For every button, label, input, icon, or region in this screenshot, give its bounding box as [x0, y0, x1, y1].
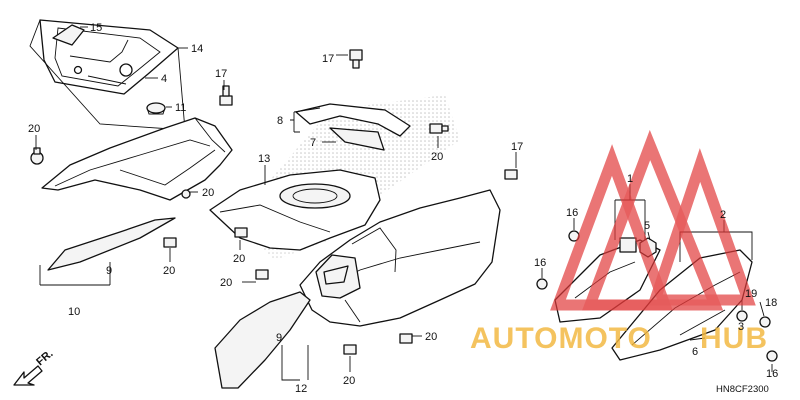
callout-14: 14 [191, 43, 203, 55]
callout-7: 7 [310, 137, 316, 149]
callout-16-b: 16 [534, 257, 546, 269]
bolts-16-group [536, 230, 778, 362]
drawing-code: HN8CF2300 [716, 384, 769, 395]
bolt-20-bottom [163, 237, 413, 355]
callout-20-c: 20 [431, 151, 443, 163]
clip-20-mid [181, 189, 191, 199]
callout-20-d: 20 [163, 265, 175, 277]
bolt-20-left [30, 147, 44, 165]
callout-6: 6 [692, 346, 698, 358]
bolt-20-right [429, 123, 449, 134]
callout-19: 19 [745, 288, 757, 300]
callout-20-a: 20 [28, 123, 40, 135]
callout-20-g: 20 [425, 331, 437, 343]
bolt-17b [504, 169, 518, 180]
bolt-20-center [234, 227, 248, 238]
callout-17-b: 17 [511, 141, 523, 153]
front-label: FR. [34, 348, 55, 369]
watermark-logo: AUTOMOTO HUB [470, 129, 768, 355]
callout-1: 1 [627, 173, 633, 185]
watermark-text-right: HUB [700, 322, 768, 355]
trim-strip-9a [47, 217, 176, 271]
bolt-17a [219, 85, 233, 106]
center-body-13 [209, 169, 381, 251]
callout-13: 13 [258, 153, 270, 165]
callout-20-top: 17 [322, 53, 334, 65]
watermark-text-left: AUTOMOTO [470, 322, 652, 355]
callout-5: 5 [644, 220, 650, 232]
callout-20-f: 20 [220, 277, 232, 289]
callout-12: 12 [295, 383, 307, 395]
callout-8: 8 [277, 115, 283, 127]
rear-brace-8 [295, 103, 411, 151]
callout-3: 3 [738, 321, 744, 333]
callout-9-a: 9 [106, 265, 112, 277]
front-direction-marker: FR. [13, 348, 56, 386]
callout-20-h: 20 [343, 375, 355, 387]
front-arrow-icon [13, 365, 43, 386]
callout-11: 11 [175, 102, 186, 114]
trim-strip-9b [214, 291, 311, 389]
callout-10: 10 [68, 306, 80, 318]
callout-4: 4 [161, 73, 167, 85]
grommet-11 [146, 102, 166, 115]
callout-16-c: 16 [766, 368, 778, 380]
callout-16-a: 16 [566, 207, 578, 219]
callout-20-b: 20 [202, 187, 214, 199]
side-cover-panel [39, 19, 179, 95]
bolt-20-top [349, 49, 363, 69]
honda-wing-emblem [323, 265, 349, 285]
callout-17-a: 17 [215, 68, 227, 80]
callout-numbers: 15 14 4 11 17 20 20 17 8 7 20 17 13 20 9… [28, 22, 778, 395]
callout-20-e: 20 [233, 253, 245, 265]
callout-9-b: 9 [276, 332, 282, 344]
callout-18: 18 [765, 297, 777, 309]
washers-18-19 [736, 310, 771, 328]
callout-15: 15 [90, 22, 102, 34]
part-outline-box-14 [29, 19, 186, 131]
left-side-cover-10 [41, 117, 233, 201]
callout-2: 2 [720, 209, 726, 221]
